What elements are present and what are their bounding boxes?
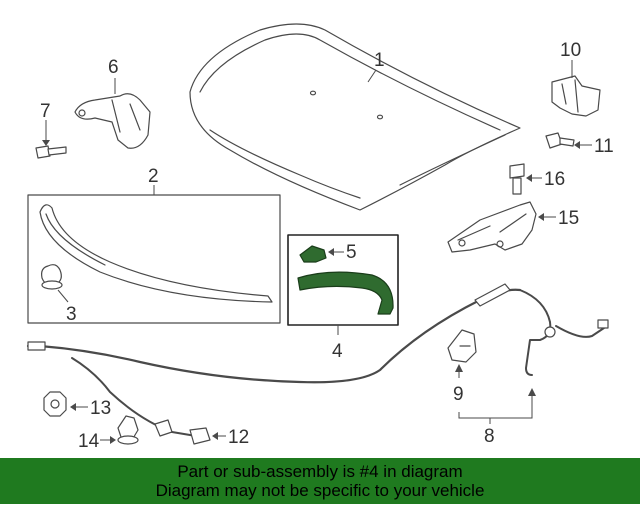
callout-10: 10 bbox=[560, 40, 581, 61]
hood-part[interactable] bbox=[189, 23, 521, 211]
callout-7: 7 bbox=[40, 101, 51, 122]
callout-9: 9 bbox=[453, 384, 464, 405]
hood-support-rod-part[interactable] bbox=[297, 271, 394, 315]
callout-1: 1 bbox=[374, 50, 385, 71]
callout-3: 3 bbox=[66, 304, 77, 325]
callout-5: 5 bbox=[346, 242, 357, 263]
clip-part-3[interactable] bbox=[41, 264, 63, 290]
grommet-part-13[interactable] bbox=[43, 391, 67, 417]
grommet-part-5[interactable] bbox=[299, 245, 327, 263]
latch-bracket-part[interactable] bbox=[551, 75, 601, 117]
callout-14: 14 bbox=[78, 431, 100, 452]
callout-4: 4 bbox=[332, 341, 343, 362]
callout-11: 11 bbox=[594, 136, 614, 157]
clip-part-14[interactable] bbox=[117, 415, 139, 445]
callout-8: 8 bbox=[484, 426, 495, 447]
banner-line-2: Diagram may not be specific to your vehi… bbox=[155, 481, 485, 500]
hood-hinge-part[interactable] bbox=[74, 93, 151, 149]
part-notice-banner: Part or sub-assembly is #4 in diagram Di… bbox=[0, 458, 640, 504]
release-cable-part[interactable] bbox=[26, 283, 609, 384]
weatherstrip-part[interactable] bbox=[39, 204, 273, 303]
callout-16: 16 bbox=[544, 169, 565, 190]
callout-2: 2 bbox=[148, 166, 159, 187]
cable-clip-part-9[interactable] bbox=[447, 329, 477, 363]
banner-line-1: Part or sub-assembly is #4 in diagram bbox=[177, 462, 463, 481]
part-4-box bbox=[287, 234, 399, 326]
callout-6: 6 bbox=[108, 57, 119, 78]
bolt-part-16[interactable] bbox=[509, 163, 525, 195]
bolt-part-7[interactable] bbox=[35, 145, 67, 159]
hood-latch-part[interactable] bbox=[447, 201, 537, 253]
callout-12: 12 bbox=[228, 427, 249, 448]
callout-15: 15 bbox=[558, 208, 579, 229]
callout-13: 13 bbox=[90, 398, 111, 419]
parts-diagram: 1 6 7 2 3 5 4 10 bbox=[26, 23, 614, 452]
release-handle-part[interactable] bbox=[71, 357, 211, 445]
bolt-part-11[interactable] bbox=[545, 132, 575, 149]
